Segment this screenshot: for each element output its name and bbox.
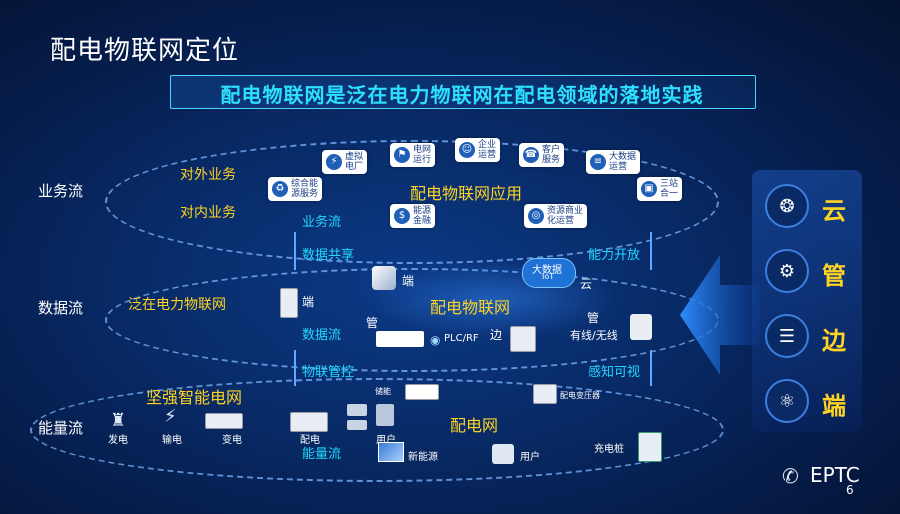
new-energy-label: 新能源 xyxy=(408,452,438,463)
transmission-label: 输电 xyxy=(162,435,182,446)
three-station-icon: ▣ xyxy=(641,181,657,197)
solar-panel-icon xyxy=(378,442,404,462)
data-center-label: 配电物联网 xyxy=(430,298,511,317)
side-label-pipe: 管 xyxy=(822,262,846,290)
page-title: 配电物联网定位 xyxy=(50,36,240,66)
generation-label: 发电 xyxy=(108,435,128,446)
cloud-icon: ❂ xyxy=(765,184,809,228)
tile-integrated-energy: ♻ 综合能源服务 xyxy=(268,177,323,201)
tile-energy-finance: $ 能源金融 xyxy=(390,204,436,228)
transformer-icon xyxy=(533,384,557,404)
energy-ellipse xyxy=(30,378,724,482)
tile-big-data: ≡ 大数据运营 xyxy=(586,150,641,174)
distribution-label: 配电 xyxy=(300,435,320,446)
brand-label: EPTC xyxy=(810,463,860,487)
ubiquitous-iot-label: 泛在电力物联网 xyxy=(128,297,226,313)
connector-iot-control xyxy=(294,350,296,386)
energy-flow-label: 能量流 xyxy=(302,447,342,462)
external-business-label: 对外业务 xyxy=(180,167,236,183)
banner-frame xyxy=(170,75,756,109)
side-label-cloud: 云 xyxy=(822,197,846,225)
tile-grid-operation: ⚑ 电网运行 xyxy=(390,143,436,167)
wireless-tower-icon xyxy=(630,314,652,340)
customer-service-icon: ☎ xyxy=(523,147,539,163)
pipe-icon: ⚙ xyxy=(765,249,809,293)
connector-data-share xyxy=(294,232,296,270)
plc-rf-label: PLC/RF xyxy=(444,333,479,344)
tile-resource-business: ◎ 资源商业化运营 xyxy=(524,204,588,228)
edge-icon: ☰ xyxy=(765,314,809,358)
grid-operation-icon: ⚑ xyxy=(394,147,410,163)
cloud-bigdata-label: 大数据 xyxy=(532,265,562,276)
storage-device-icon xyxy=(405,384,439,400)
house-icon-2 xyxy=(347,420,367,430)
cloud-bigdata-icon xyxy=(522,258,576,288)
charging-pile-icon xyxy=(638,432,662,462)
capability-open-label: 能力开放 xyxy=(588,248,641,263)
plc-waveform-icon xyxy=(376,331,424,347)
row-label-data: 数据流 xyxy=(38,299,84,317)
end-label-2: 端 xyxy=(302,295,315,309)
connector-perception xyxy=(650,350,652,386)
banner-text: 配电物联网是泛在电力物联网在配电领域的落地实践 xyxy=(220,83,704,107)
transformer-label: 配电变压器 xyxy=(560,391,600,400)
data-share-label: 数据共享 xyxy=(302,248,355,263)
side-label-terminal: 端 xyxy=(822,392,846,420)
storage-label: 储能 xyxy=(375,387,391,396)
virtual-plant-icon: ⚡ xyxy=(326,154,342,170)
user-house-icon xyxy=(492,444,514,464)
cloud-label: 云 xyxy=(580,277,593,291)
business-flow-label: 业务流 xyxy=(302,215,342,230)
energy-finance-icon: $ xyxy=(394,208,410,224)
data-flow-label: 数据流 xyxy=(302,328,342,343)
edge-label: 边 xyxy=(490,328,503,342)
pipe-label-1: 管 xyxy=(366,316,379,330)
big-left-arrow xyxy=(680,255,760,375)
building-icon xyxy=(376,404,394,426)
side-label-edge: 边 xyxy=(822,327,846,355)
perception-label: 感知可视 xyxy=(588,365,641,380)
enterprise-icon: ☺ xyxy=(459,142,475,158)
wired-wireless-label: 有线/无线 xyxy=(570,329,618,342)
plc-signal-icon: ◉ xyxy=(430,333,441,347)
resource-business-icon: ◎ xyxy=(528,208,544,224)
user-label-2: 用户 xyxy=(520,452,540,463)
energy-center-label: 配电网 xyxy=(450,416,499,435)
pipe-label-2: 管 xyxy=(587,311,600,325)
internal-business-label: 对内业务 xyxy=(180,205,236,221)
integrated-energy-icon: ♻ xyxy=(272,181,288,197)
terminal-icon: ⚛ xyxy=(765,379,809,423)
data-core-glow xyxy=(368,262,618,337)
cloud-iot-label: IoT xyxy=(542,272,555,281)
terminal-cabinet-icon xyxy=(280,288,298,318)
business-center-label: 配电物联网应用 xyxy=(410,184,523,203)
substation-label: 变电 xyxy=(222,435,242,446)
transmission-tower-icon: ⚡ xyxy=(164,406,177,427)
page-number: 6 xyxy=(846,483,854,497)
tile-enterprise: ☺ 企业运营 xyxy=(455,138,501,162)
row-label-energy: 能量流 xyxy=(38,419,84,437)
edge-device-icon xyxy=(510,326,536,352)
connector-capability-open xyxy=(650,232,652,270)
end-label-1: 端 xyxy=(402,274,415,288)
terminal-device-icon xyxy=(372,266,396,290)
user-label-1: 用户 xyxy=(376,435,396,446)
wechat-icon: ✆ xyxy=(782,464,799,488)
substation-icon xyxy=(205,413,243,429)
distribution-cabinet-icon xyxy=(290,412,328,432)
iot-control-label: 物联管控 xyxy=(302,365,355,380)
row-label-business: 业务流 xyxy=(38,182,84,200)
tile-three-station: ▣ 三站合一 xyxy=(637,177,683,201)
house-icon-1 xyxy=(347,404,367,416)
tile-customer-service: ☎ 客户服务 xyxy=(519,143,565,167)
charger-label: 充电桩 xyxy=(594,444,624,455)
big-data-icon: ≡ xyxy=(590,154,606,170)
smart-grid-label: 坚强智能电网 xyxy=(146,388,243,407)
power-plant-icon: ♜ xyxy=(110,410,127,431)
tile-virtual-plant: ⚡ 虚拟电厂 xyxy=(322,150,368,174)
